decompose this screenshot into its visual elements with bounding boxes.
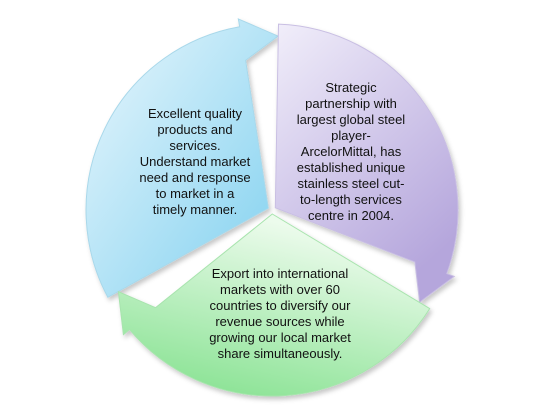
segment-text-export: Export into international markets with o… <box>209 266 351 361</box>
segment-text-partnership: Strategic partnership with largest globa… <box>296 80 406 223</box>
segment-text-quality: Excellent quality products and services.… <box>139 106 251 217</box>
cycle-segment-blue <box>85 18 280 298</box>
cycle-segment-purple <box>274 23 459 304</box>
cycle-segment-green <box>117 213 431 397</box>
